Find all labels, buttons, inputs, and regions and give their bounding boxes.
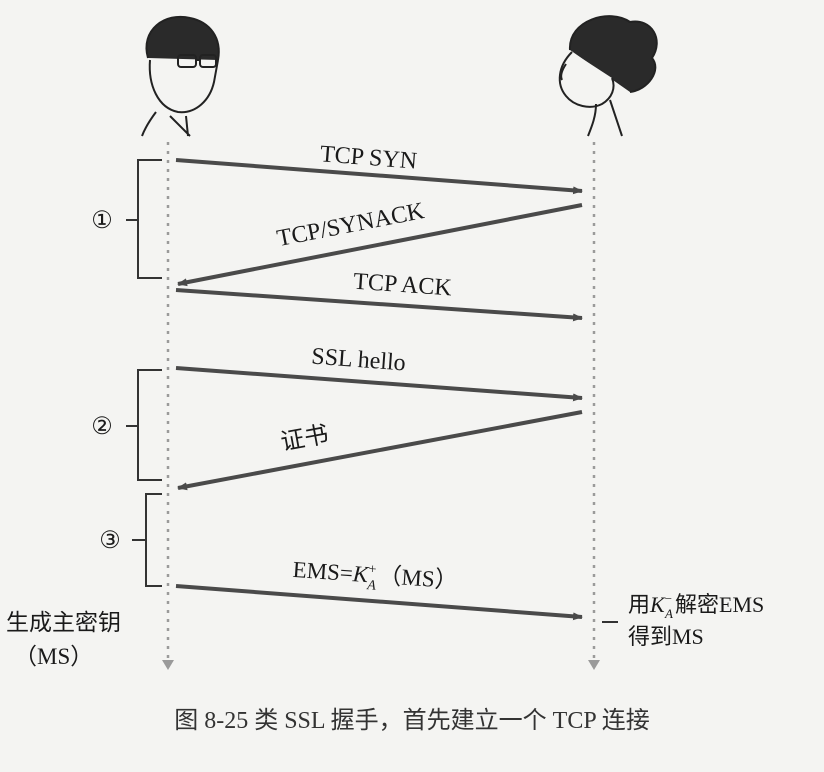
phase-2-label: ② bbox=[91, 414, 113, 440]
man-with-glasses-icon bbox=[141, 15, 220, 137]
right-note-line1: 用K−A解密EMS bbox=[628, 591, 764, 621]
label-ems: EMS=K+A（MS） bbox=[291, 557, 458, 599]
label-tcp-ack: TCP ACK bbox=[352, 269, 453, 302]
label-tcp-syn: TCP SYN bbox=[319, 141, 418, 174]
label-tcp-synack: TCP/SYNACK bbox=[275, 198, 427, 252]
label-ssl-hello: SSL hello bbox=[310, 344, 406, 377]
arrow-ssl-hello bbox=[175, 366, 583, 402]
arrow-tcp-syn bbox=[175, 158, 583, 195]
phase-3-label: ③ bbox=[99, 528, 121, 554]
left-note-line1: 生成主密钥 bbox=[6, 610, 121, 635]
bracket-phase-1 bbox=[137, 159, 162, 279]
left-lifeline-arrow-icon bbox=[162, 660, 174, 670]
arrow-tcp-synack bbox=[177, 203, 583, 287]
bracket-phase-2 bbox=[137, 369, 162, 481]
woman-icon bbox=[558, 15, 658, 137]
left-note-line2: （MS） bbox=[14, 644, 93, 669]
arrow-tcp-ack bbox=[175, 288, 583, 322]
bracket-phase-3 bbox=[145, 493, 162, 587]
phase-1-label: ① bbox=[91, 208, 113, 234]
arrow-certificate bbox=[177, 410, 583, 491]
label-certificate: 证书 bbox=[279, 421, 331, 456]
right-note-line2: 得到MS bbox=[628, 624, 704, 649]
figure-caption: 图 8-25 类 SSL 握手，首先建立一个 TCP 连接 bbox=[174, 707, 650, 734]
arrow-ems bbox=[175, 584, 583, 621]
right-lifeline-arrow-icon bbox=[588, 660, 600, 670]
